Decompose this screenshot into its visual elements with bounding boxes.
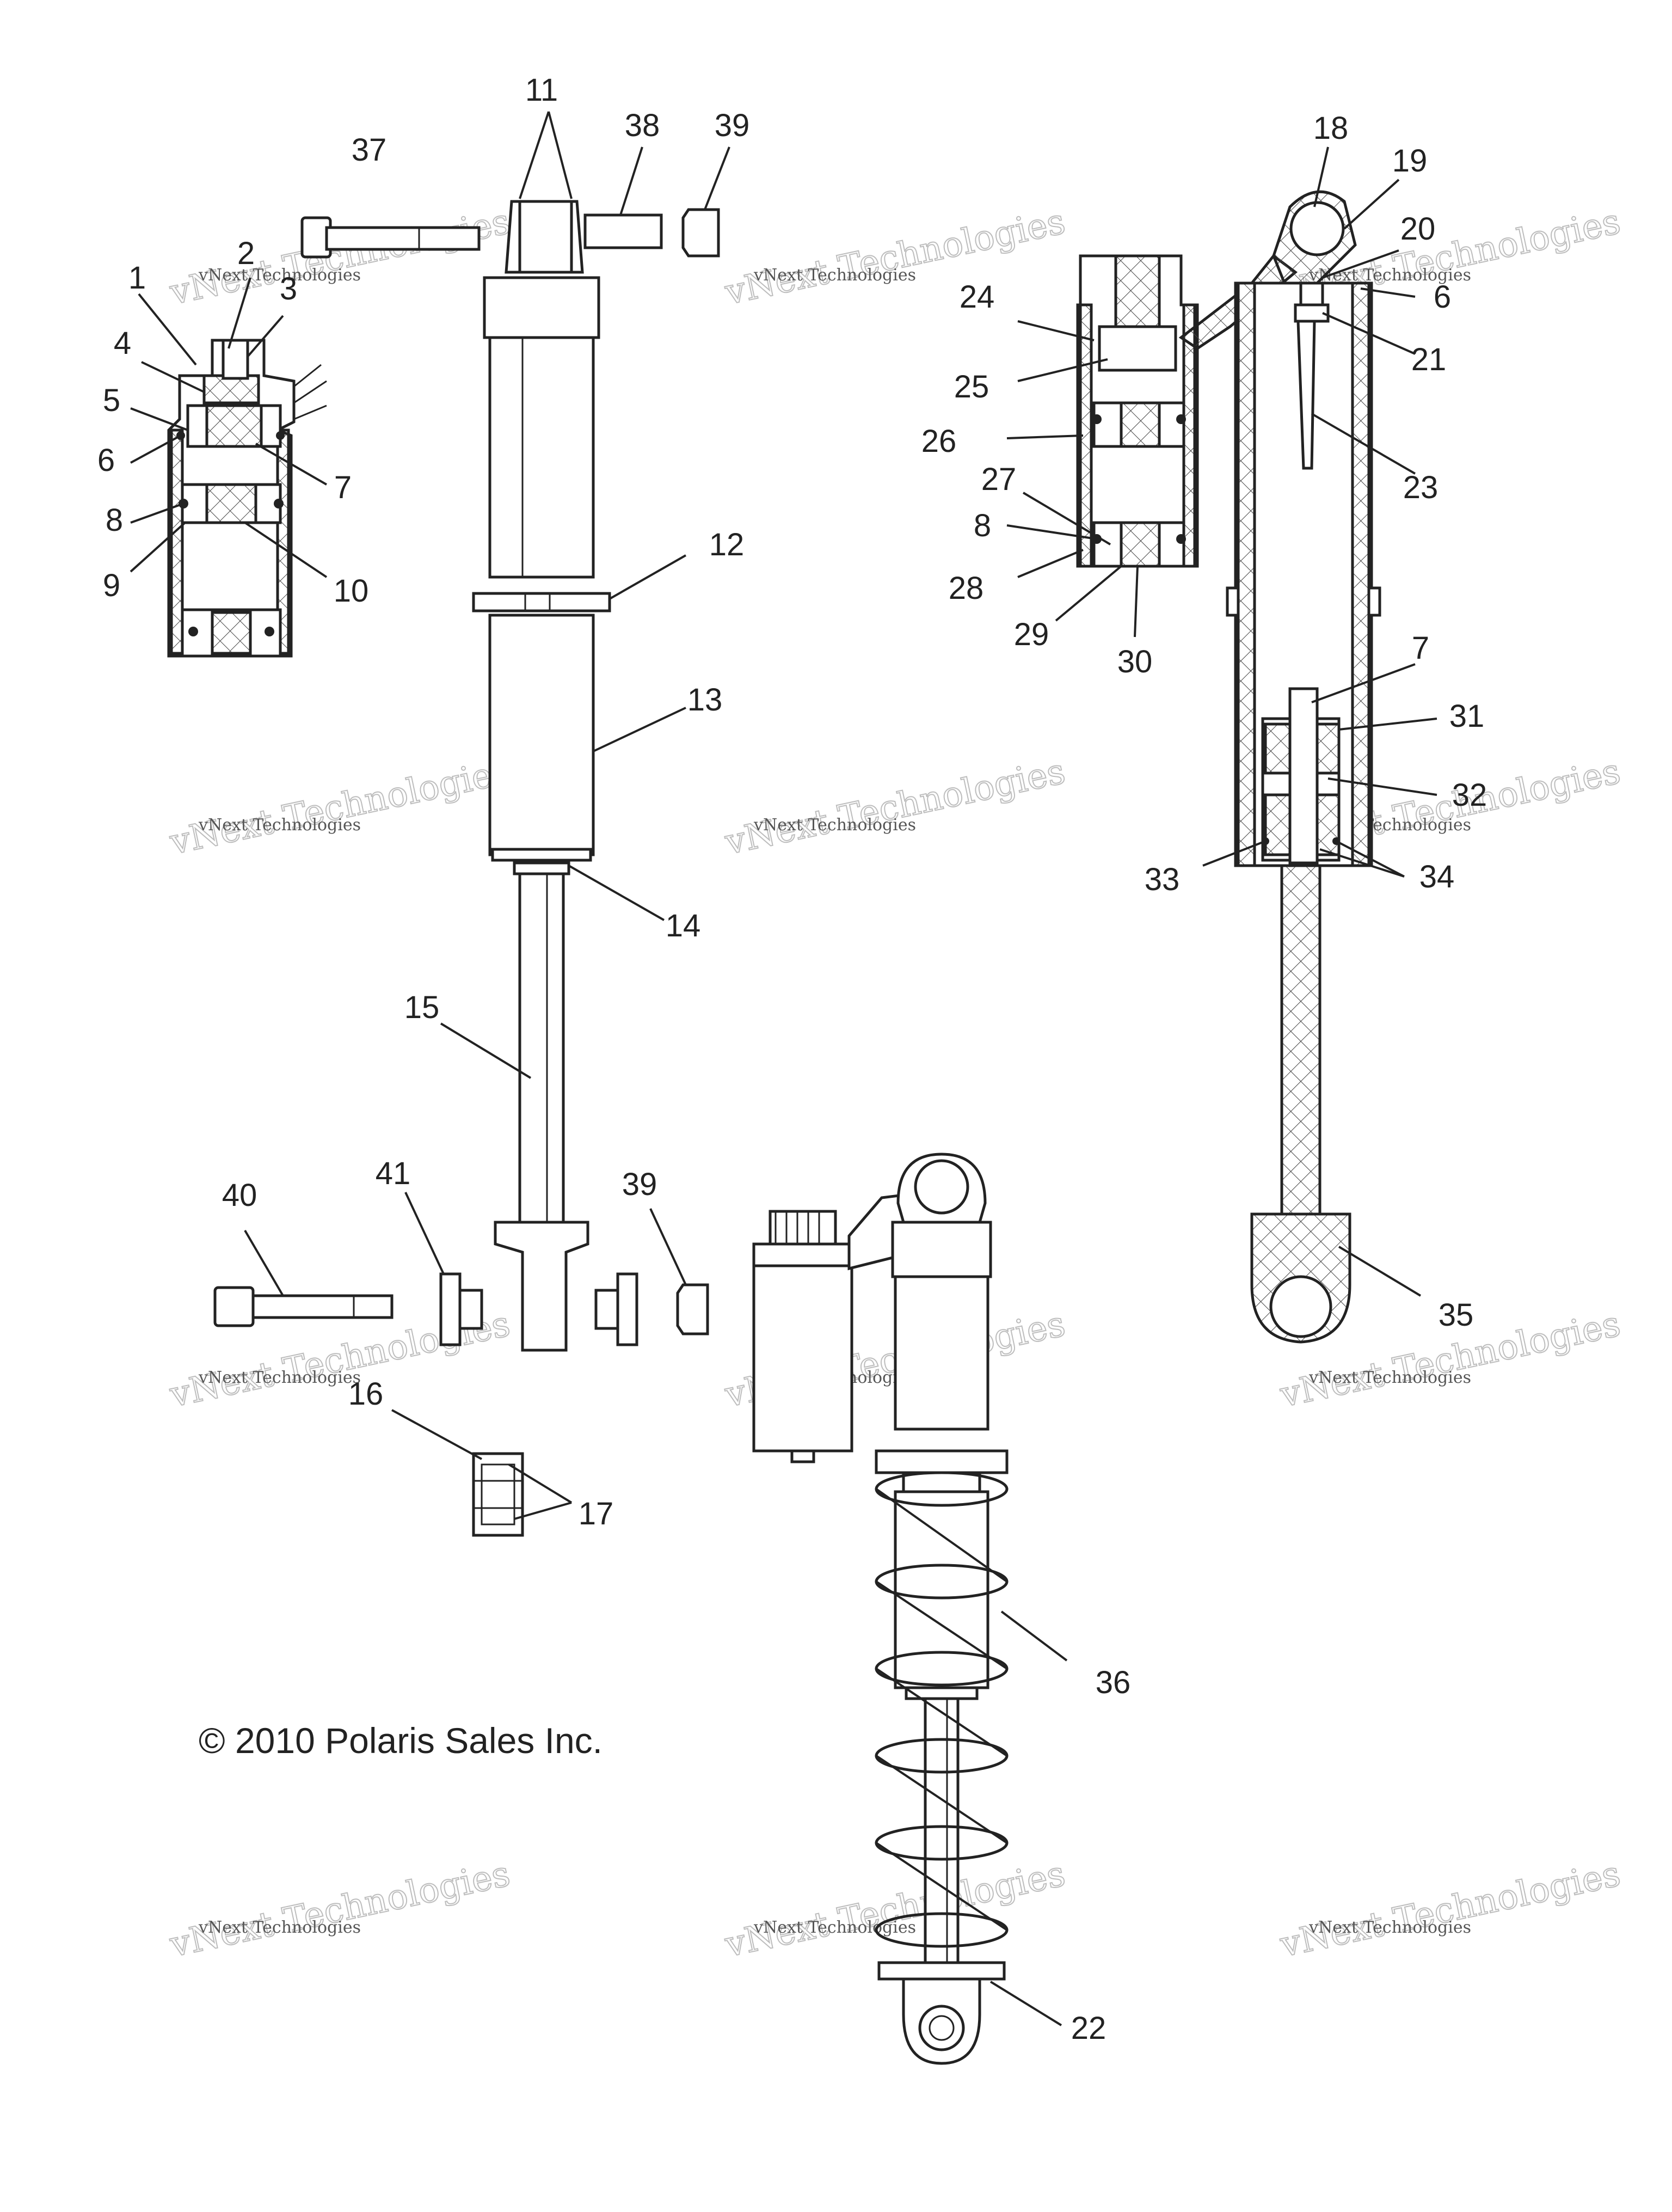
svg-text:vNext Technologies: vNext Technologies (721, 201, 1068, 313)
callout-31: 31 (1449, 698, 1485, 734)
watermark: vNext Technologies vNext Technologies (165, 751, 514, 863)
svg-text:vNext Technologies: vNext Technologies (198, 1368, 361, 1387)
callout-13: 13 (687, 682, 723, 718)
callout-34: 34 (1419, 859, 1455, 894)
svg-text:vNext Technologies: vNext Technologies (198, 266, 361, 285)
callout-8: 8 (974, 508, 991, 543)
svg-text:vNext Technologies: vNext Technologies (1308, 266, 1471, 285)
watermark: vNext Technologies vNext Technologies (721, 751, 1069, 863)
callout-39: 39 (622, 1167, 657, 1202)
nut-lower (676, 1283, 709, 1335)
callout-35: 35 (1439, 1297, 1474, 1333)
assembled-coilover-shock (752, 1153, 1009, 2065)
main-shock-body (472, 200, 611, 1352)
nut-upper (681, 208, 720, 258)
svg-text:vNext Technologies: vNext Technologies (1308, 1368, 1471, 1387)
callout-12: 12 (709, 527, 745, 562)
callout-33: 33 (1145, 862, 1180, 897)
watermark: vNext Technologies vNext Technologies (165, 1853, 514, 1966)
callout-37: 37 (352, 132, 387, 168)
coil-spring (875, 1471, 1009, 1948)
callout-19: 19 (1392, 143, 1428, 179)
callout-23: 23 (1403, 470, 1439, 505)
spacer-lower-left (439, 1272, 483, 1346)
callout-18: 18 (1313, 111, 1349, 146)
copyright-text: © 2010 Polaris Sales Inc. (199, 1720, 603, 1761)
bearing (472, 1452, 524, 1537)
callout-17: 17 (579, 1496, 614, 1531)
svg-text:vNext Technologies: vNext Technologies (198, 1918, 361, 1937)
svg-text:vNext Technologies: vNext Technologies (721, 751, 1068, 863)
callout-7: 7 (334, 470, 352, 505)
callout-25: 25 (954, 369, 989, 405)
svg-text:vNext Technologies: vNext Technologies (198, 816, 361, 835)
bushing-sleeve (583, 213, 663, 249)
watermark: vNext Technologies vNext Technologies (1276, 1853, 1624, 1966)
callout-11: 11 (525, 72, 558, 108)
svg-text:vNext Technologies: vNext Technologies (721, 1854, 1068, 1965)
callout-26: 26 (921, 424, 957, 459)
callout-9: 9 (103, 568, 120, 603)
callout-27: 27 (981, 462, 1017, 497)
callout-6: 6 (97, 443, 115, 478)
svg-text:vNext Technologies: vNext Technologies (753, 816, 916, 835)
bolt-upper (300, 216, 481, 259)
callout-36: 36 (1096, 1665, 1131, 1700)
callout-4: 4 (114, 326, 131, 361)
callout-41: 41 (376, 1156, 411, 1191)
callout-10: 10 (334, 573, 369, 609)
callout-15: 15 (404, 990, 440, 1025)
callout-16: 16 (348, 1376, 384, 1412)
callout-3: 3 (280, 271, 297, 307)
callout-30: 30 (1117, 644, 1153, 679)
callout-2: 2 (237, 236, 255, 271)
svg-text:vNext Technologies: vNext Technologies (166, 201, 513, 313)
watermark-group: vNext Technologies vNext Technologies vN… (165, 201, 1624, 1966)
callout-24: 24 (960, 279, 995, 315)
svg-text:vNext Technologies: vNext Technologies (166, 1854, 513, 1965)
reservoir-section (167, 339, 327, 658)
leader-lines (130, 111, 1437, 2026)
callout-40: 40 (222, 1178, 257, 1213)
callout-32: 32 (1452, 777, 1487, 813)
callout-22: 22 (1071, 2011, 1107, 2046)
watermark: vNext Technologies vNext Technologies (721, 201, 1069, 314)
bolt-lower (213, 1286, 394, 1327)
callout-7: 7 (1412, 630, 1429, 666)
callout-28: 28 (949, 571, 984, 606)
callout-1: 1 (128, 260, 146, 296)
callout-38: 38 (625, 108, 660, 143)
callout-6: 6 (1434, 279, 1451, 315)
svg-text:vNext Technologies: vNext Technologies (166, 751, 513, 863)
svg-text:vNext Technologies: vNext Technologies (1308, 1918, 1471, 1937)
callout-14: 14 (666, 908, 701, 943)
callout-20: 20 (1400, 211, 1436, 247)
callout-29: 29 (1014, 617, 1049, 652)
watermark: vNext Technologies vNext Technologies (721, 1853, 1069, 1966)
callout-labels: 1 2 3 4 5 6 7 8 9 10 11 12 13 14 15 16 1… (97, 72, 1487, 2046)
callout-5: 5 (103, 383, 120, 418)
spacer-lower-right (594, 1272, 638, 1346)
shock-cross-section (1076, 190, 1381, 1344)
callout-21: 21 (1411, 342, 1447, 377)
callout-8: 8 (106, 503, 123, 538)
svg-text:vNext Technologies: vNext Technologies (1276, 1854, 1624, 1965)
svg-text:vNext Technologies: vNext Technologies (753, 266, 916, 285)
watermark: vNext Technologies vNext Technologies (165, 201, 514, 314)
callout-39: 39 (715, 108, 750, 143)
